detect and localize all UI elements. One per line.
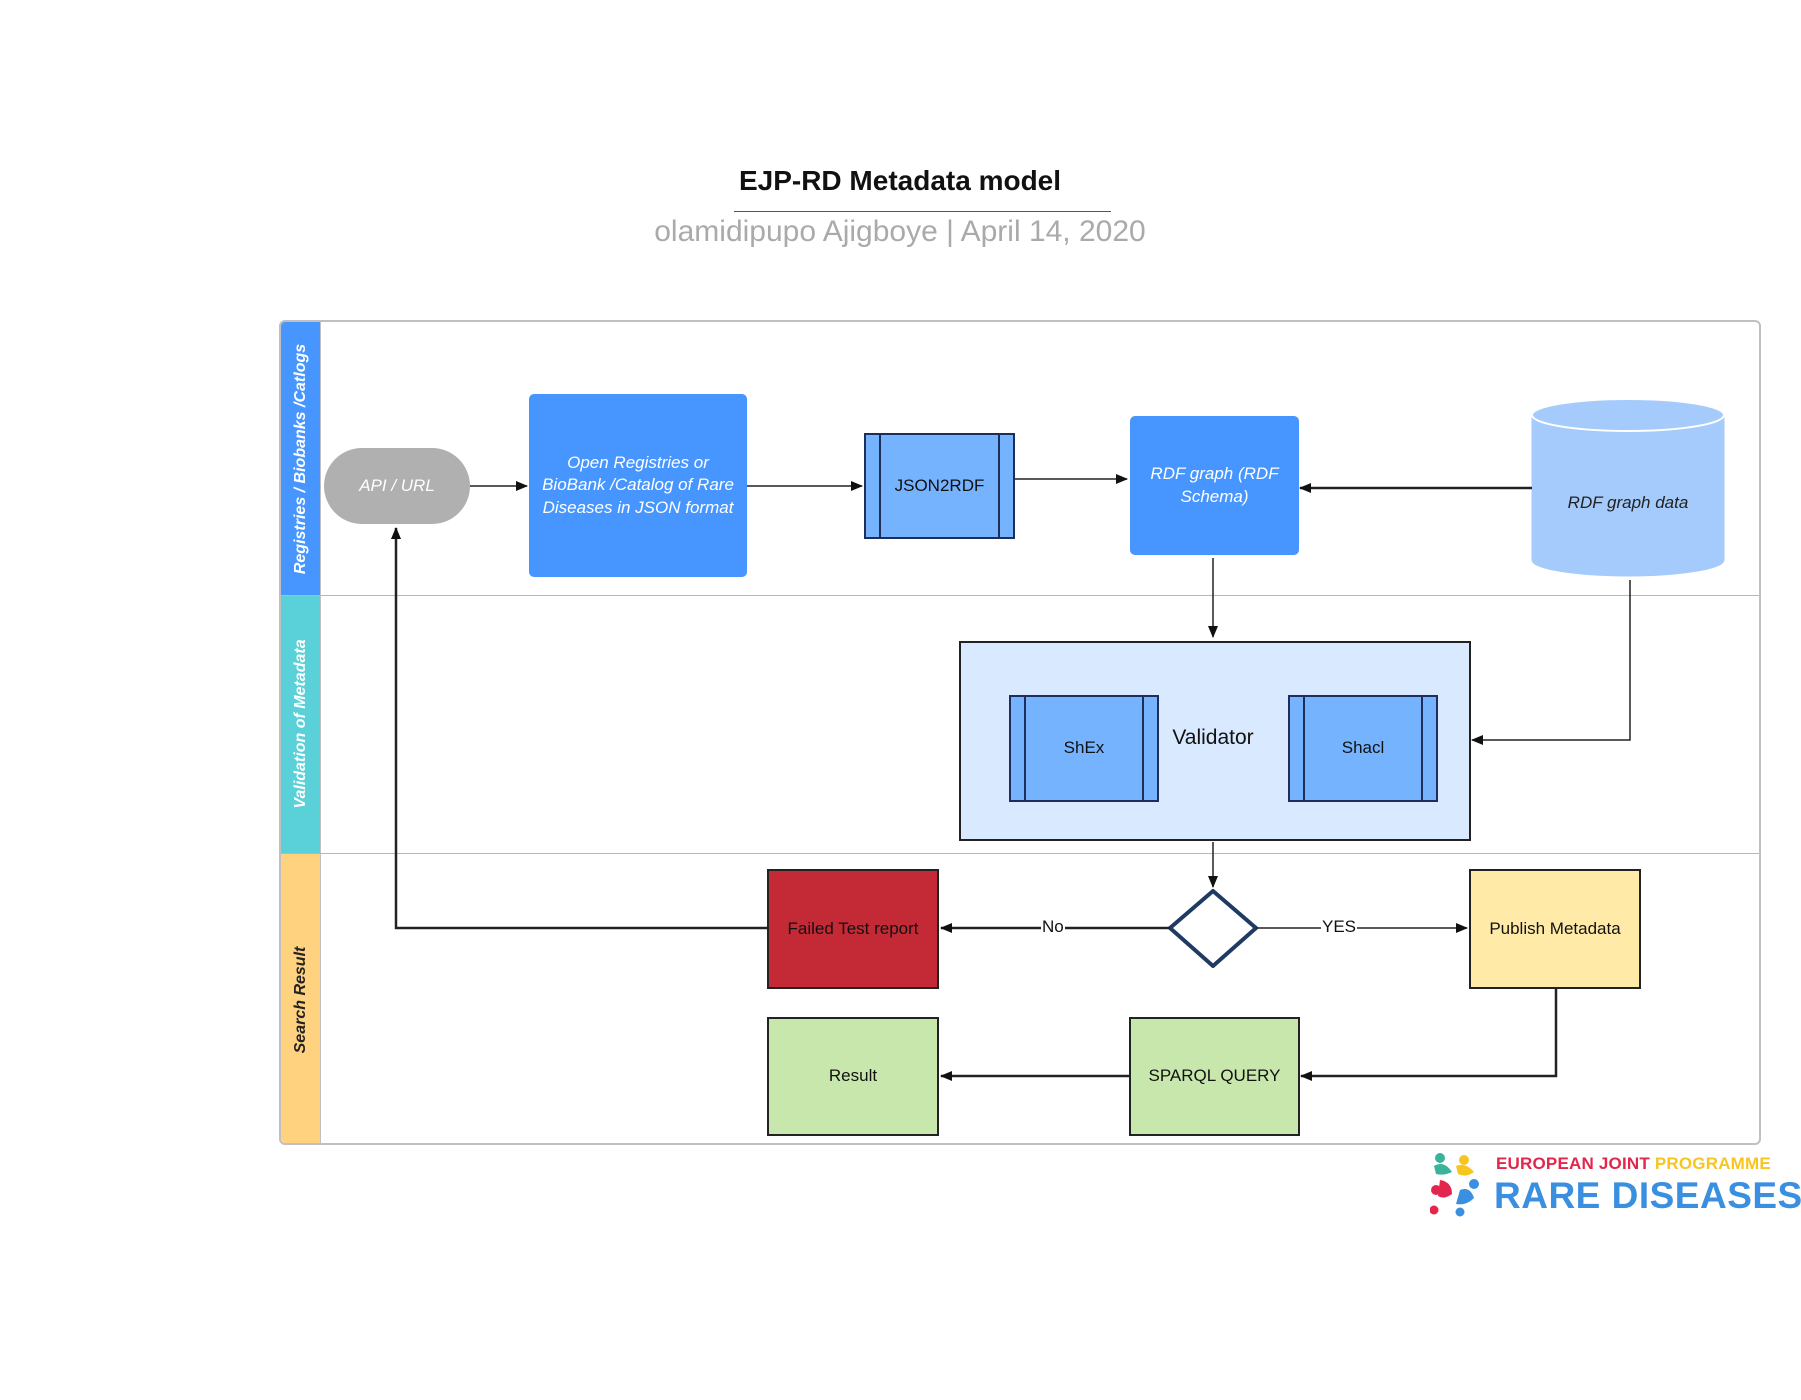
logo-text-rare-diseases: RARE DISEASES <box>1494 1175 1801 1216</box>
edge-publish-to-sparql <box>1300 989 1558 1081</box>
failed-test-report-node[interactable]: Failed Test report <box>767 869 939 989</box>
rdf-graph-data-label: RDF graph data <box>1567 492 1689 512</box>
logo-figures-icon <box>1430 1153 1479 1217</box>
rdf-graph-schema-label: RDF graph (RDF Schema) <box>1150 464 1279 506</box>
json2rdf-process[interactable]: JSON2RDF <box>864 433 1015 539</box>
shex-process[interactable]: ShEx <box>1009 695 1159 802</box>
diagram-subtitle: olamidipupo Ajigboye | April 14, 2020 <box>654 215 1146 248</box>
validator-title: Validator <box>1140 718 1286 758</box>
diagram-title: EJP-RD Metadata model <box>738 165 1062 196</box>
lane-divider-2 <box>281 853 1759 854</box>
api-url-node[interactable]: API / URL <box>324 448 470 524</box>
lane-header-validation: Validation of Metadata <box>281 595 320 853</box>
sparql-query-node[interactable]: SPARQL QUERY <box>1129 1017 1300 1136</box>
edge-label-no: No <box>1041 917 1065 937</box>
title-underline <box>734 211 1111 212</box>
shex-label: ShEx <box>1063 738 1105 758</box>
ejp-rd-logo: EUROPEAN JOINT PROGRAMME RARE DISEASES <box>1430 1150 1801 1222</box>
failed-test-report-label: Failed Test report <box>787 918 919 938</box>
shacl-label: Shacl <box>1341 738 1385 758</box>
swimlane-container: Registries / Biobanks /Catlogs Validatio… <box>279 320 1761 1145</box>
open-registries-node[interactable]: Open Registries or BioBank /Catalog of R… <box>529 394 747 577</box>
lane-header-search: Search Result <box>281 853 320 1143</box>
result-node[interactable]: Result <box>767 1017 939 1136</box>
json2rdf-label: JSON2RDF <box>894 475 985 495</box>
result-label: Result <box>828 1066 878 1086</box>
rdf-graph-data-text: RDF graph data <box>1532 470 1724 536</box>
logo-text-top: EUROPEAN JOINT PROGRAMME <box>1496 1154 1771 1174</box>
shacl-process[interactable]: Shacl <box>1288 695 1438 802</box>
lane-header-registries: Registries / Biobanks /Catlogs <box>281 322 320 595</box>
lane-header-border <box>320 322 321 1143</box>
edge-label-yes: YES <box>1321 917 1358 937</box>
api-url-label: API / URL <box>359 475 435 495</box>
edge-failed-to-api <box>391 527 768 930</box>
rdf-graph-schema-node[interactable]: RDF graph (RDF Schema) <box>1130 416 1299 555</box>
publish-metadata-node[interactable]: Publish Metadata <box>1469 869 1641 989</box>
sparql-query-label: SPARQL QUERY <box>1148 1066 1281 1086</box>
decision-diamond[interactable] <box>1168 889 1258 968</box>
validator-label: Validator <box>1172 726 1254 750</box>
publish-metadata-label: Publish Metadata <box>1489 918 1621 938</box>
rdf-graph-data-cylinder[interactable] <box>1531 398 1725 577</box>
logo-text-programme: PROGRAMME <box>1649 1154 1771 1173</box>
open-registries-label: Open Registries or BioBank /Catalog of R… <box>542 453 734 517</box>
logo-text-european-joint: EUROPEAN JOINT <box>1496 1154 1650 1173</box>
lane-divider-1 <box>281 595 1759 596</box>
edge-rdfdata-to-validator <box>1471 580 1631 745</box>
